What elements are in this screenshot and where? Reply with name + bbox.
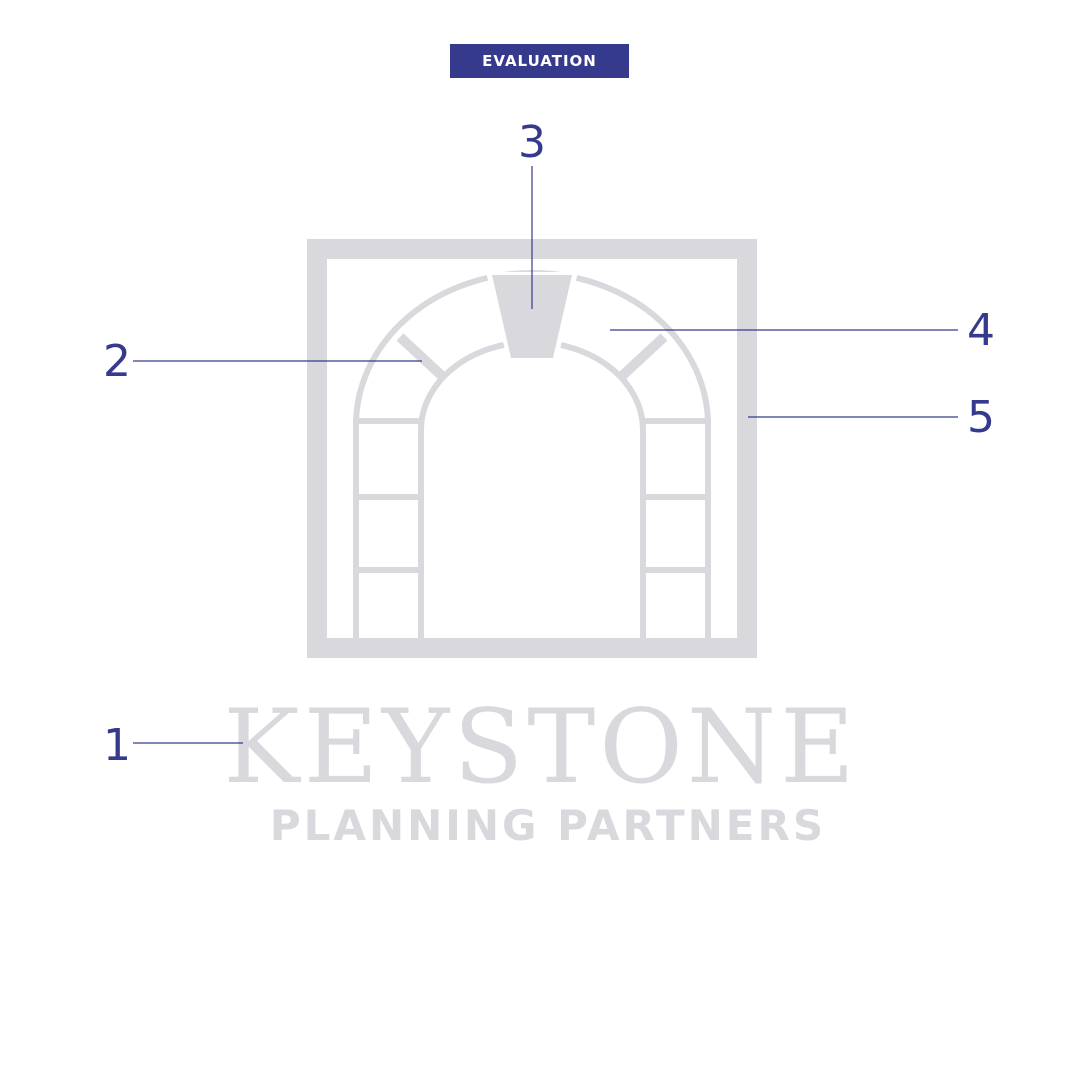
right-column-bricks	[643, 418, 708, 573]
keystone-shape	[486, 272, 578, 362]
brand-tagline: PLANNING PARTNERS	[270, 801, 826, 850]
callout-number-3: 3	[518, 117, 546, 168]
evaluation-badge: EVALUATION	[450, 44, 629, 78]
callout-lines	[133, 166, 958, 744]
inner-arch	[418, 339, 646, 640]
left-voussoir-joint	[396, 333, 446, 380]
callout-number-2: 2	[103, 336, 131, 387]
right-voussoir-joint	[618, 333, 668, 380]
brand-name: KEYSTONE	[223, 688, 858, 807]
callout-number-4: 4	[967, 305, 995, 356]
callout-number-1: 1	[103, 720, 131, 771]
left-column-bricks	[356, 418, 421, 573]
callout-number-5: 5	[967, 392, 995, 443]
